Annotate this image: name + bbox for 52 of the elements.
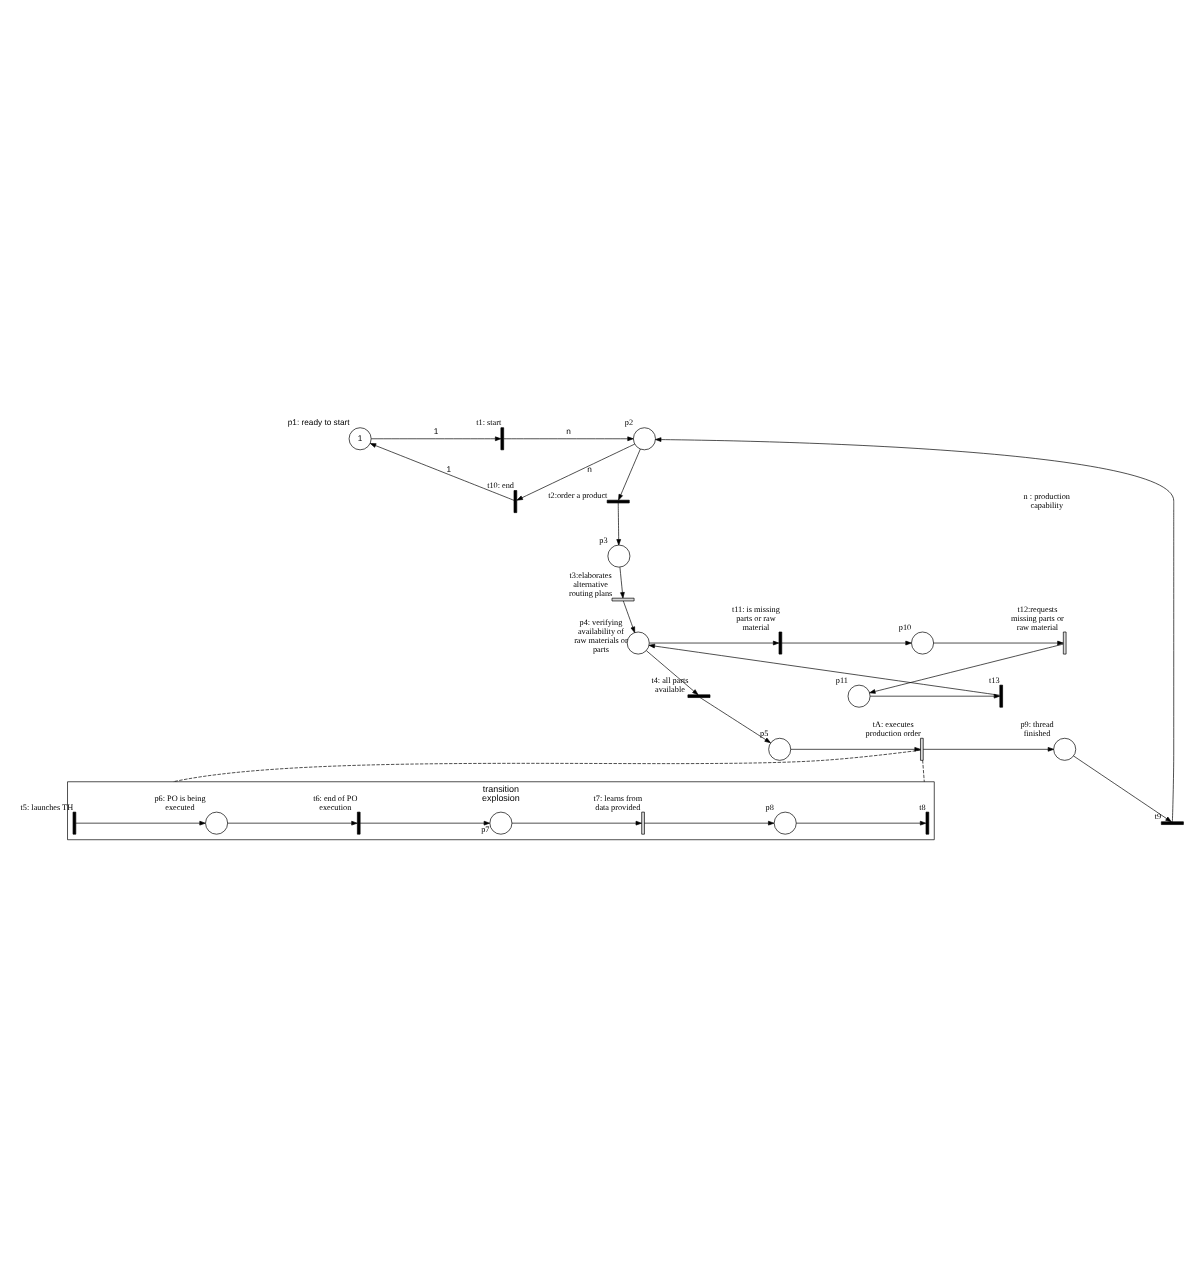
node-bar bbox=[606, 499, 630, 504]
node-circle bbox=[489, 811, 513, 835]
arrow bbox=[622, 600, 636, 633]
node-bar bbox=[357, 811, 361, 835]
node-bar bbox=[1160, 821, 1184, 825]
arrow bbox=[75, 820, 206, 826]
arrow bbox=[646, 650, 699, 696]
node-bar bbox=[778, 631, 783, 655]
node-circle bbox=[1053, 737, 1077, 761]
node-circle bbox=[607, 544, 631, 568]
arrow bbox=[655, 437, 1175, 823]
node-bar bbox=[641, 811, 645, 835]
arrow bbox=[781, 640, 912, 646]
node-circle bbox=[768, 737, 792, 761]
arrow bbox=[644, 820, 775, 826]
node-circle bbox=[773, 811, 797, 835]
arrow bbox=[1073, 755, 1172, 823]
arrow bbox=[869, 693, 1001, 699]
arrow bbox=[869, 643, 1064, 694]
node-circle bbox=[911, 631, 934, 655]
node-circle bbox=[205, 811, 228, 835]
node-bar bbox=[925, 811, 930, 835]
node-bar bbox=[72, 811, 77, 835]
arrow bbox=[795, 820, 927, 826]
node-bar bbox=[513, 490, 518, 513]
node-bar bbox=[999, 684, 1003, 708]
node-bar bbox=[500, 427, 504, 451]
arrow bbox=[503, 436, 634, 442]
arrow bbox=[511, 820, 642, 826]
node-bar bbox=[1063, 631, 1067, 655]
arrow bbox=[699, 697, 771, 744]
node-circle bbox=[847, 684, 871, 708]
arrow bbox=[370, 436, 502, 442]
connector bbox=[922, 760, 925, 783]
node-bar bbox=[611, 597, 635, 602]
arrow bbox=[369, 443, 515, 501]
arrow bbox=[648, 643, 1000, 696]
node-circle bbox=[626, 631, 650, 655]
arrow bbox=[922, 747, 1054, 752]
connector bbox=[172, 749, 921, 783]
node-bar bbox=[687, 694, 711, 698]
arrow bbox=[516, 443, 636, 501]
arrow bbox=[790, 747, 921, 752]
arrow bbox=[616, 502, 621, 546]
arrow bbox=[933, 640, 1064, 646]
arrow bbox=[359, 820, 490, 826]
arrow bbox=[227, 820, 358, 826]
node-bar bbox=[920, 737, 924, 761]
arrow bbox=[618, 448, 641, 501]
arrow bbox=[619, 566, 625, 599]
node-circle bbox=[633, 427, 656, 451]
arrow bbox=[649, 640, 780, 646]
